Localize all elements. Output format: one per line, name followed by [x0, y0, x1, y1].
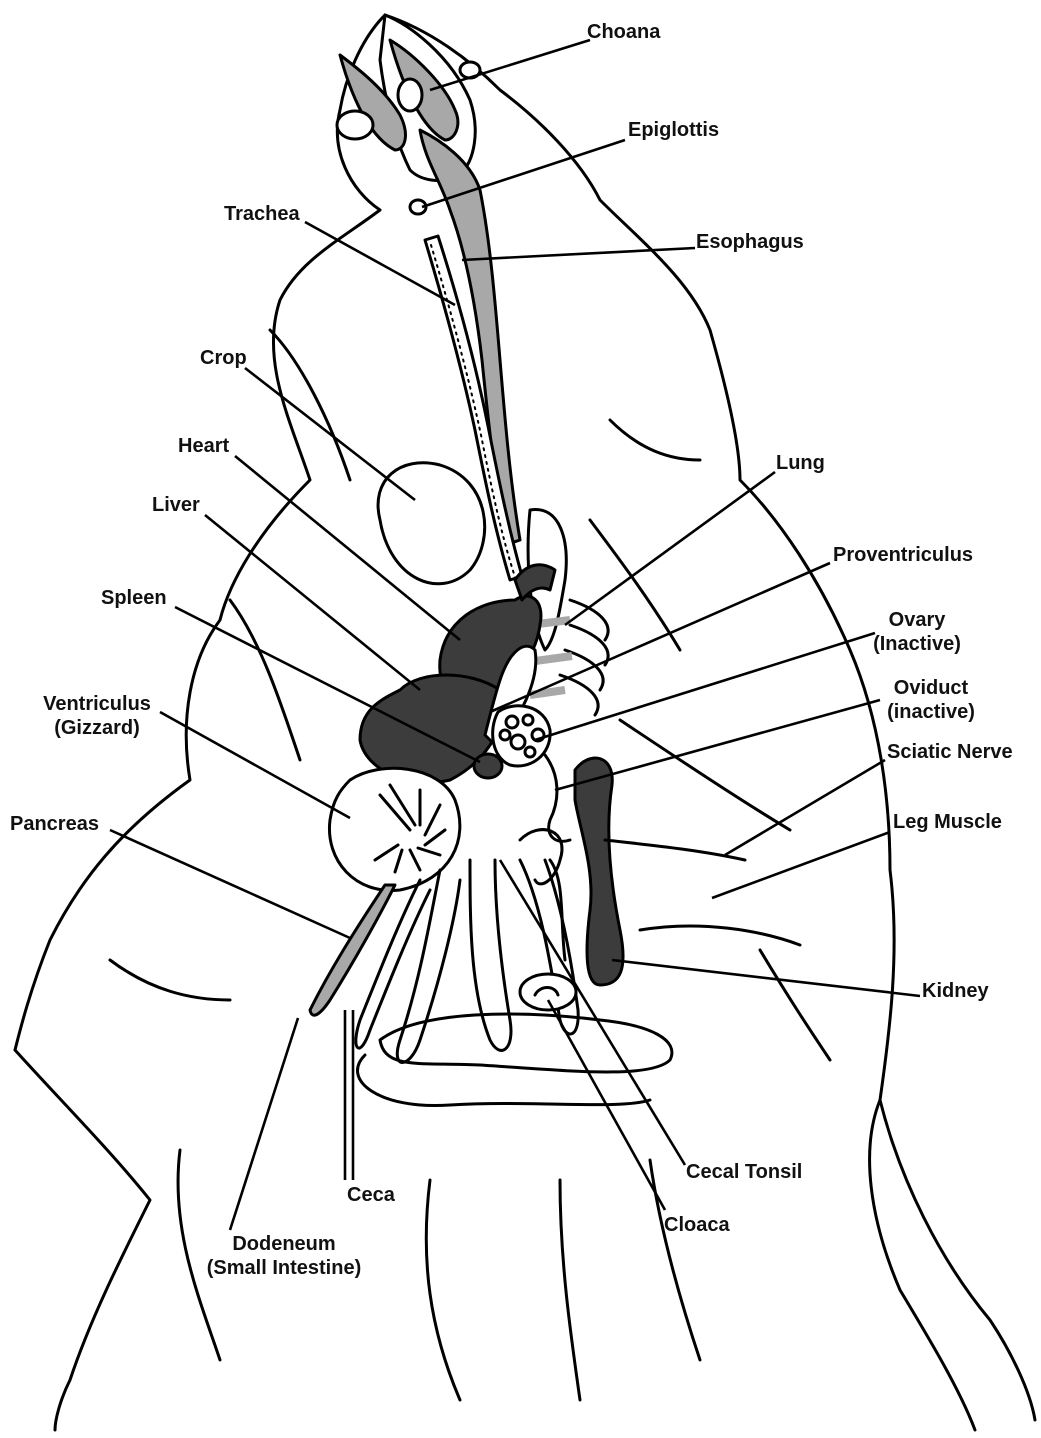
- ovary-organ: [493, 706, 550, 766]
- label-choana: Choana: [587, 20, 660, 44]
- label-ventriculus-line2: (Gizzard): [30, 716, 164, 740]
- label-trachea: Trachea: [224, 202, 300, 226]
- label-crop: Crop: [200, 346, 247, 370]
- label-ovary: Ovary (Inactive): [858, 608, 976, 656]
- label-oviduct-line2: (inactive): [876, 700, 986, 724]
- label-leg-muscle: Leg Muscle: [893, 810, 1002, 834]
- label-spleen: Spleen: [101, 586, 167, 610]
- label-heart: Heart: [178, 434, 229, 458]
- sciatic-nerve: [605, 840, 745, 860]
- label-sciatic-nerve: Sciatic Nerve: [887, 740, 1013, 764]
- kidney-organ: [575, 758, 623, 985]
- label-cloaca: Cloaca: [664, 1213, 730, 1237]
- label-pancreas: Pancreas: [10, 812, 99, 836]
- label-ventriculus: Ventriculus (Gizzard): [30, 692, 164, 740]
- label-ceca: Ceca: [347, 1183, 395, 1207]
- spleen-organ: [474, 754, 502, 778]
- oviduct-organ: [545, 755, 570, 841]
- label-oviduct: Oviduct (inactive): [876, 676, 986, 724]
- label-cecal-tonsil: Cecal Tonsil: [686, 1160, 802, 1184]
- label-ovary-line1: Ovary: [858, 608, 976, 632]
- label-liver: Liver: [152, 493, 200, 517]
- label-ovary-line2: (Inactive): [858, 632, 976, 656]
- label-kidney: Kidney: [922, 979, 989, 1003]
- crop-organ: [378, 463, 485, 584]
- label-duodenum-line2: (Small Intestine): [196, 1256, 372, 1280]
- label-proventriculus: Proventriculus: [833, 543, 973, 567]
- label-ventriculus-line1: Ventriculus: [30, 692, 164, 716]
- cloaca-organ: [520, 974, 576, 1010]
- label-lung: Lung: [776, 451, 825, 475]
- label-epiglottis: Epiglottis: [628, 118, 719, 142]
- label-duodenum: Dodeneum (Small Intestine): [196, 1232, 372, 1280]
- label-oviduct-line1: Oviduct: [876, 676, 986, 700]
- label-esophagus: Esophagus: [696, 230, 804, 254]
- label-duodenum-line1: Dodeneum: [196, 1232, 372, 1256]
